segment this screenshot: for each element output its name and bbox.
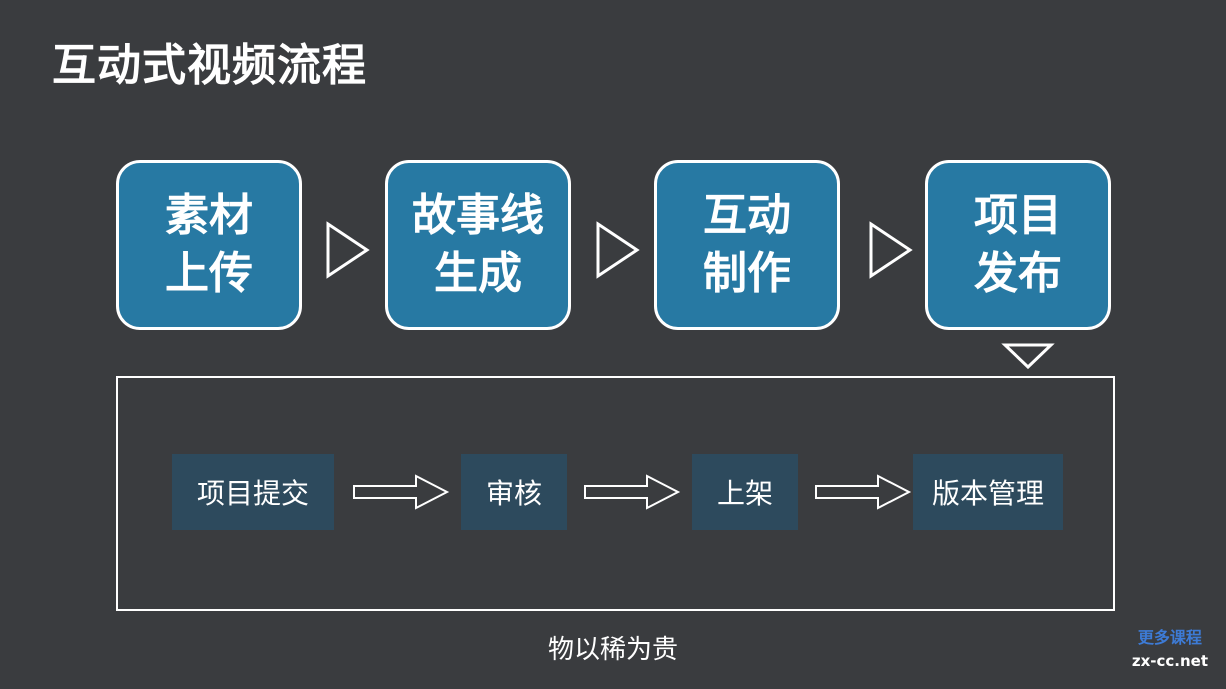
right-arrow-icon: [584, 474, 681, 510]
step-project-submit: 项目提交: [172, 454, 334, 530]
flow-arrow-icon: [869, 221, 913, 279]
right-arrow-icon: [353, 474, 450, 510]
stage-label-line1: 项目: [974, 190, 1062, 241]
flow-arrow-icon: [326, 221, 370, 279]
watermark-site: zx-cc.net: [1131, 652, 1208, 670]
stage-label-line1: 故事线: [412, 190, 544, 241]
step-version-management: 版本管理: [913, 454, 1063, 530]
subtitle-caption: 物以稀为贵: [547, 635, 678, 665]
stage-label-line2: 生成: [434, 248, 522, 299]
watermark-more-courses: 更多课程: [1137, 628, 1202, 647]
stage-material-upload: 素材 上传: [116, 160, 302, 330]
watermark: 更多课程 zx-cc.net: [1132, 628, 1208, 672]
step-review: 审核: [461, 454, 567, 530]
stage-label-line1: 素材: [165, 190, 253, 241]
expand-down-arrow-icon: [1001, 343, 1055, 370]
publish-detail-panel: [116, 376, 1115, 611]
stage-label-line2: 上传: [165, 248, 253, 299]
stage-project-publish: 项目 发布: [925, 160, 1111, 330]
stage-label-line2: 发布: [974, 248, 1062, 299]
stage-storyline-generate: 故事线 生成: [385, 160, 571, 330]
stage-label-line2: 制作: [703, 248, 791, 299]
stage-interactive-production: 互动 制作: [654, 160, 840, 330]
flow-arrow-icon: [596, 221, 640, 279]
slide-title: 互动式视频流程: [52, 40, 367, 91]
right-arrow-icon: [815, 474, 912, 510]
step-list-online: 上架: [692, 454, 798, 530]
stage-label-line1: 互动: [703, 190, 791, 241]
